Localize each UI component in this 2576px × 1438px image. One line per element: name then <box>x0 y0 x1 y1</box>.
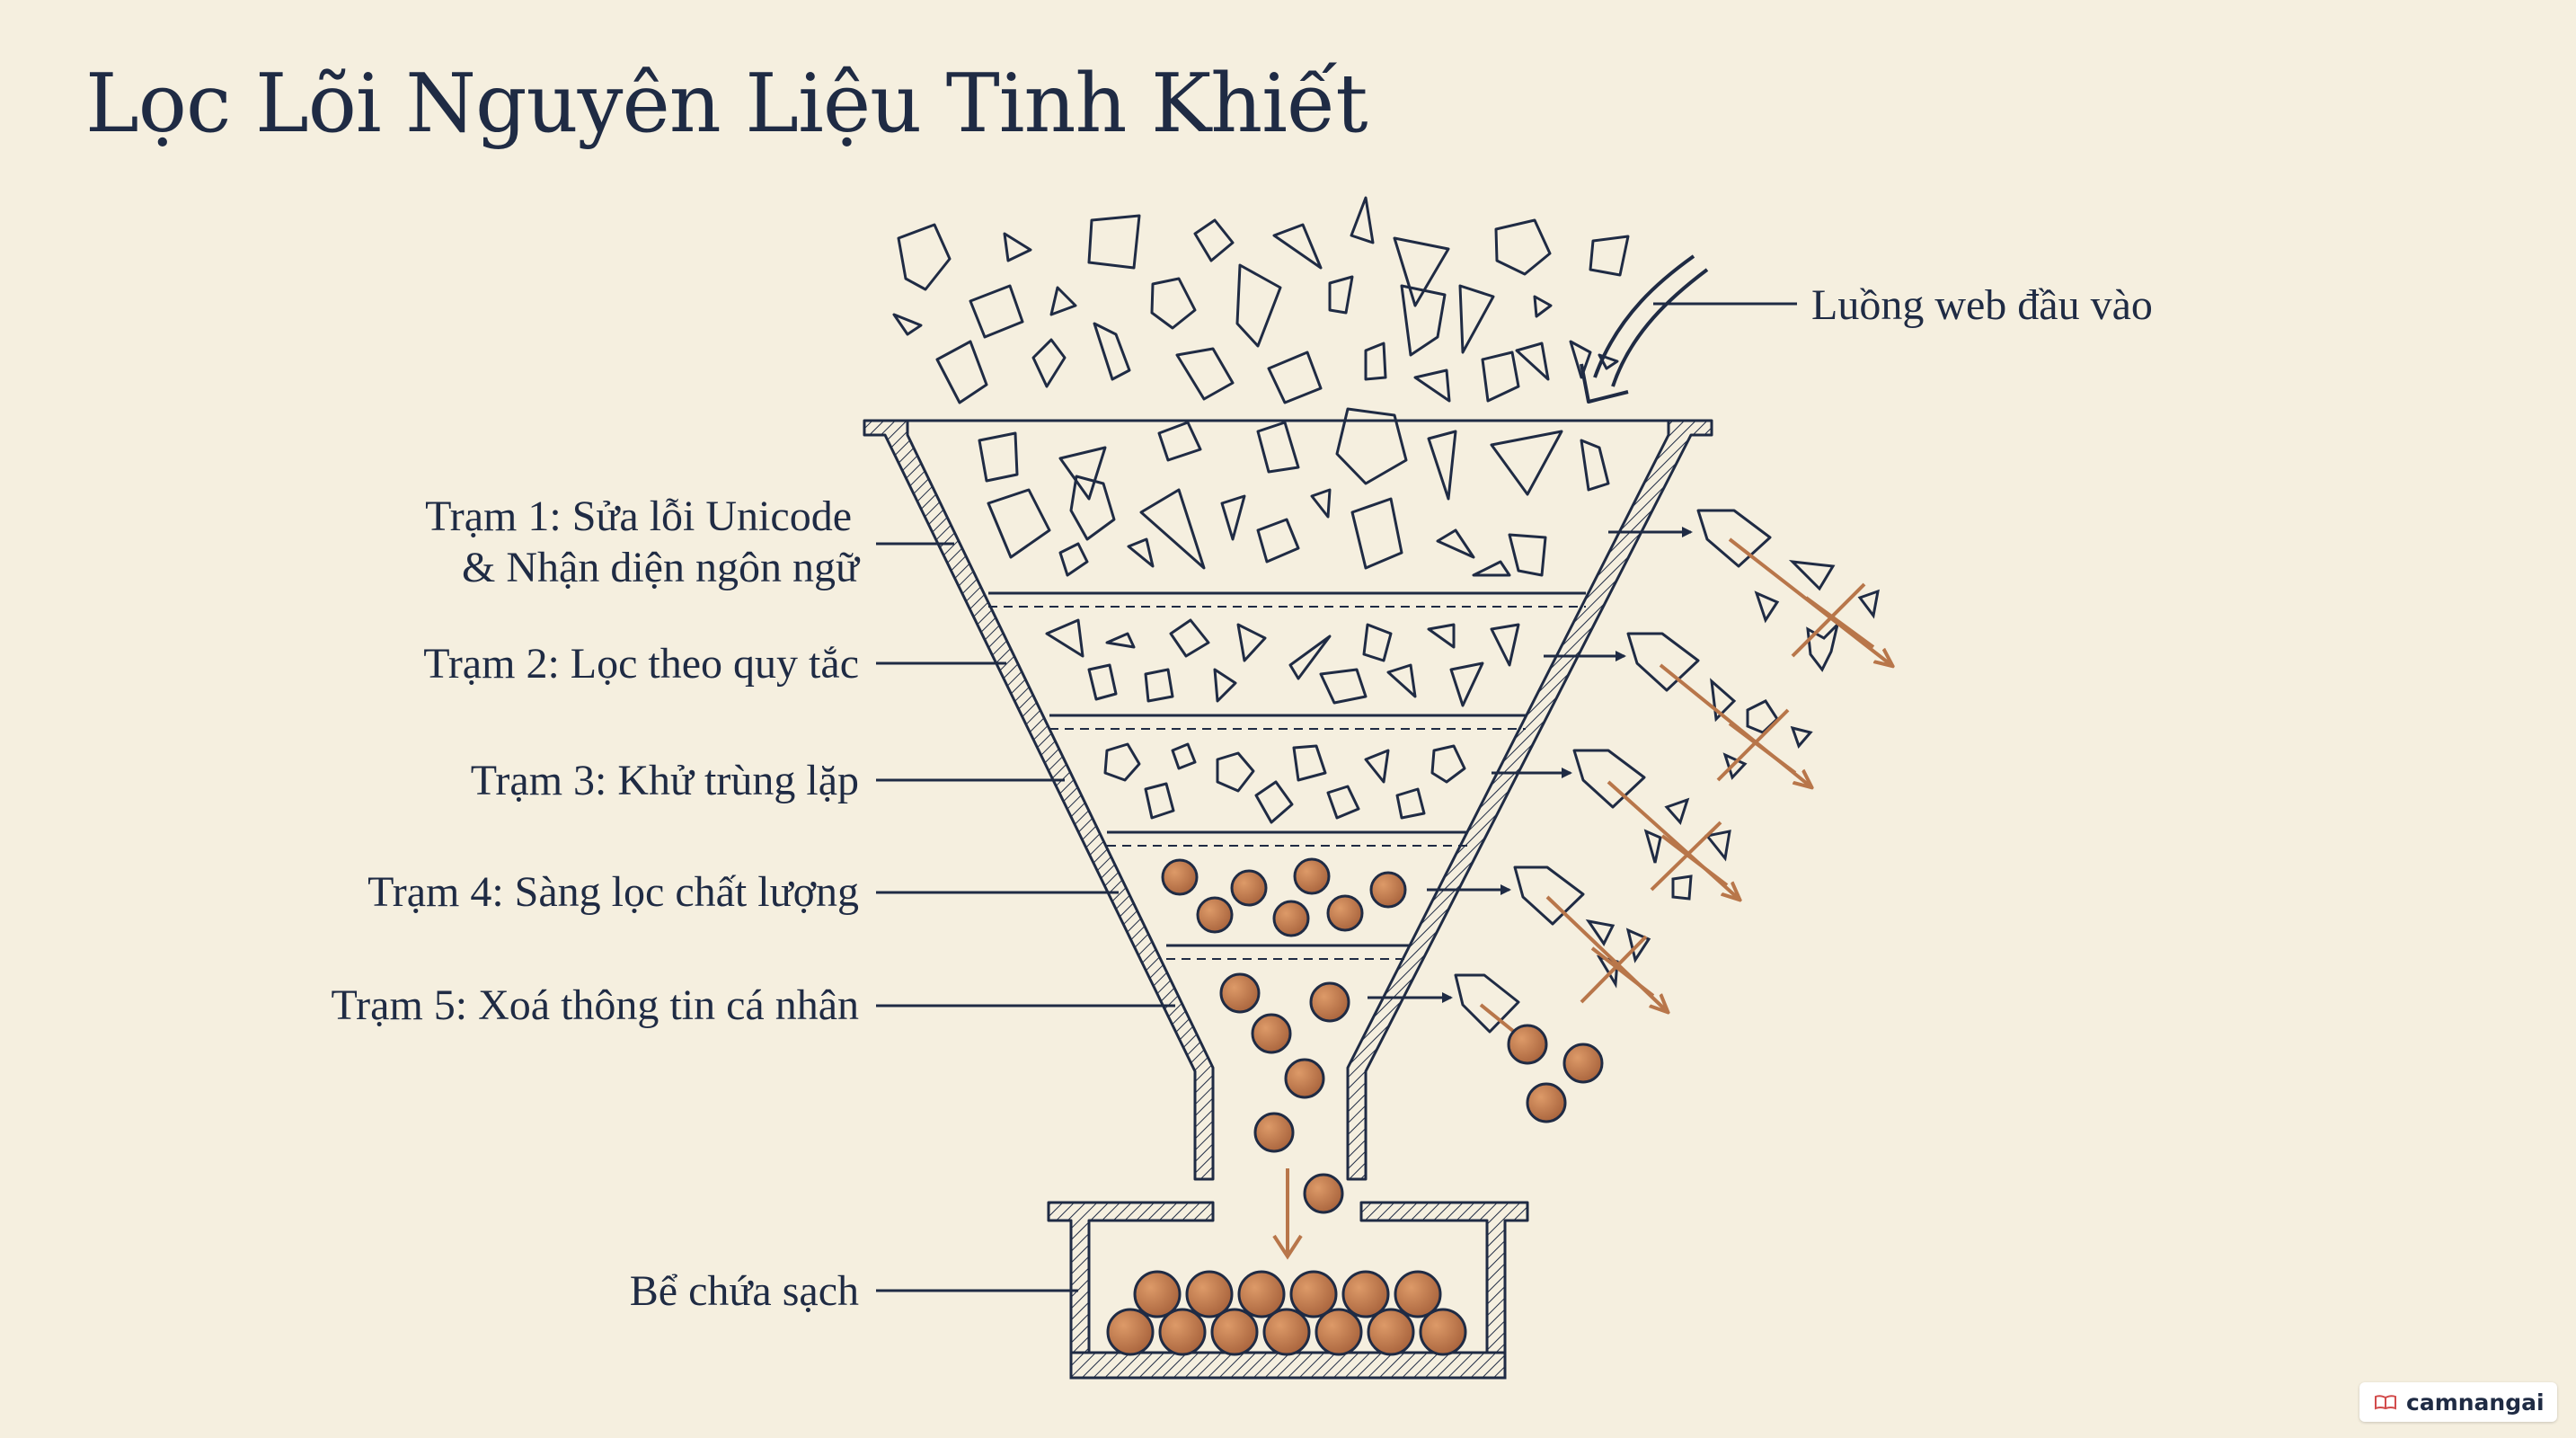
curved-arrow-icon <box>1593 254 1709 387</box>
station-1-label-line2: & Nhận diện ngôn ngữ <box>462 544 861 591</box>
tank-contents <box>1106 1270 1467 1356</box>
chute-icon <box>1513 865 1585 926</box>
station-3-label: Trạm 3: Khử trùng lặp <box>471 757 859 804</box>
tank-label: Bể chứa sạch <box>630 1267 859 1315</box>
input-label: Luồng web đầu vào <box>1811 281 2153 329</box>
reject-chute-2 <box>1544 632 1810 786</box>
input-flow-label: Luồng web đầu vào <box>1580 254 2153 404</box>
reject-cross-icon <box>1791 582 1875 658</box>
reject-chute-4 <box>1427 865 1667 1011</box>
reject-chute-1 <box>1608 509 1891 672</box>
reject-cross-icon <box>1716 708 1797 782</box>
chute-icon <box>1626 632 1700 692</box>
chute-icon <box>1454 973 1520 1034</box>
funnel-left-wall <box>863 419 1215 1181</box>
station-5-label: Trạm 5: Xoá thông tin cá nhân <box>332 981 859 1029</box>
stage-1-fragments <box>978 407 1610 577</box>
station-2-label: Trạm 2: Lọc theo quy tắc <box>423 640 859 688</box>
stage-2-fragments <box>1045 618 1520 707</box>
stage-separators <box>988 591 1586 960</box>
funnel <box>863 419 1713 1181</box>
clean-storage-tank <box>1047 1201 1529 1380</box>
reject-chute-5 <box>1368 973 1604 1123</box>
reject-chutes <box>1368 509 1891 1123</box>
station-labels: Trạm 1: Sửa lỗi Unicode & Nhận diện ngôn… <box>332 493 1175 1315</box>
clean-data-balls <box>1161 857 1407 1214</box>
book-icon <box>2375 1395 2396 1410</box>
station-4-label: Trạm 4: Sàng lọc chất lượng <box>367 868 859 916</box>
raw-fragments <box>892 196 1630 404</box>
page-title: Lọc Lõi Nguyên Liệu Tinh Khiết <box>85 57 1368 151</box>
reject-cross-icon <box>1650 821 1729 892</box>
funnel-right-wall <box>1346 419 1713 1181</box>
watermark-badge[interactable]: camnangai <box>2359 1382 2557 1422</box>
watermark-text: camnangai <box>2406 1389 2545 1416</box>
chute-icon <box>1696 509 1772 568</box>
tank-floor <box>1069 1351 1507 1380</box>
station-1-label-line1: Trạm 1: Sửa lỗi Unicode <box>425 493 852 540</box>
stage-3-fragments <box>1103 742 1466 824</box>
reject-chute-3 <box>1492 749 1739 899</box>
reject-cross-icon <box>1580 935 1655 1004</box>
chute-icon <box>1572 749 1646 809</box>
